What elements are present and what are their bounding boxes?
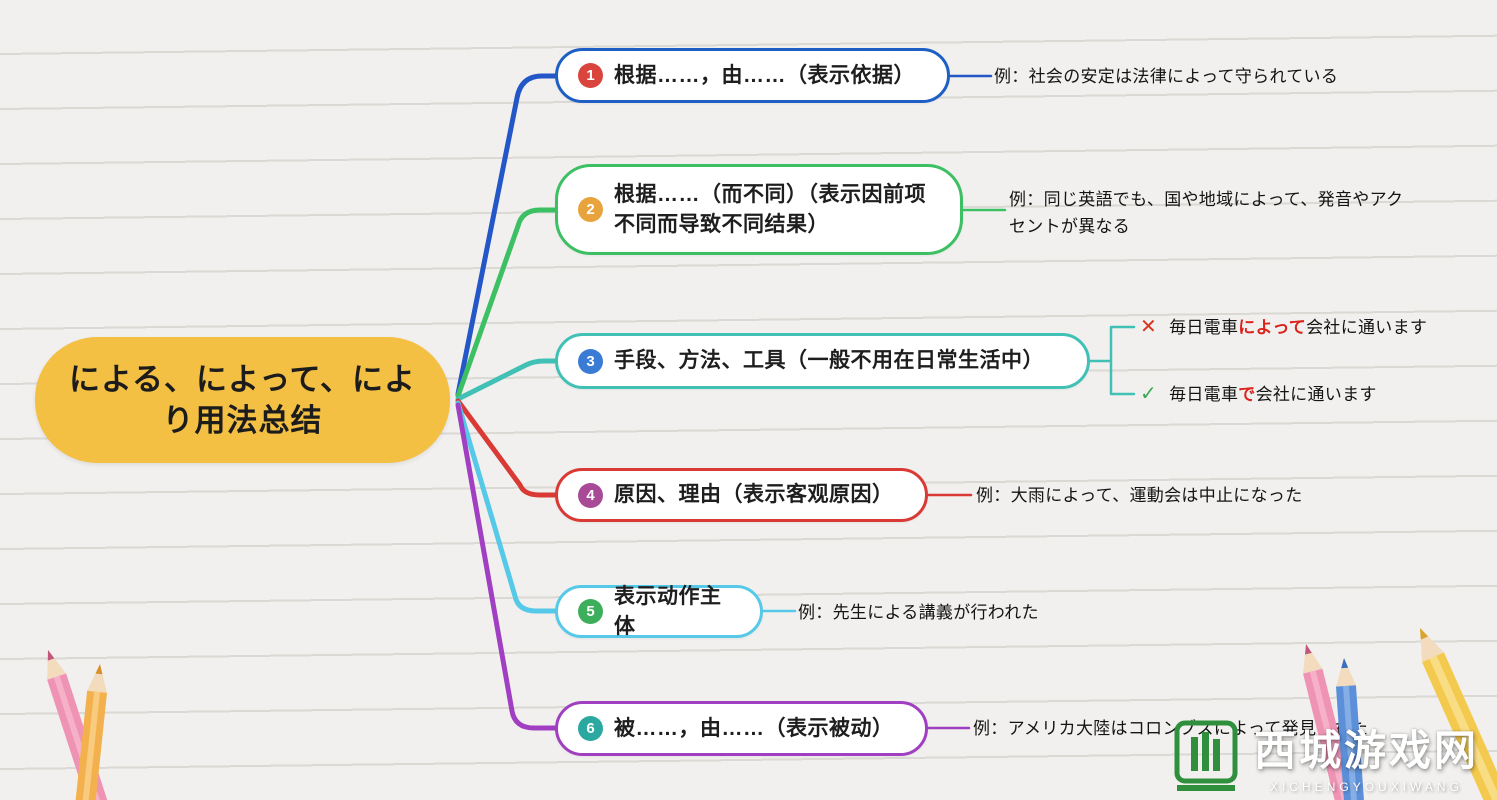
branch-node-5[interactable]: 5 表示动作主体 [555, 585, 763, 638]
branch-2-example: 例：同じ英語でも、国や地域によって、発音やアクセントが異なる [1009, 190, 1404, 236]
branch-6-label: 被……，由……（表示被动） [614, 716, 894, 740]
branch-1-example: 例：社会の安定は法律によって守られている [994, 67, 1339, 86]
branch-connector-6 [455, 402, 559, 731]
branch-4-example: 例：大雨によって、運動会は中止になった [976, 486, 1303, 505]
branch-3-example-wrong: ✕ 毎日電車によって会社に通います [1140, 314, 1427, 341]
branch-5-example: 例：先生による講義が行われた [798, 603, 1039, 622]
root-label-line1: による、によって、によ [68, 362, 417, 397]
example-prefix: 毎日電車 [1169, 318, 1239, 337]
branch-node-3[interactable]: 3 手段、方法、工具（一般不用在日常生活中） [555, 333, 1090, 389]
branch-connector-5 [455, 400, 559, 614]
branch-4-label: 原因、理由（表示客观原因） [614, 483, 894, 506]
watermark: 西城游戏网 XICHENGYOUXIWANG [1172, 717, 1479, 794]
branch-connector-4 [455, 398, 559, 498]
highlight-text: によって [1238, 318, 1307, 337]
branch-5-label: 表示动作主体 [614, 584, 722, 638]
watermark-title: 西城游戏网 [1253, 727, 1479, 774]
branch-2-label: 根据……（而不同）（表示因前项不同而导致不同结果） [614, 182, 926, 236]
cross-icon: ✕ [1140, 316, 1158, 338]
branch-connector-1 [455, 73, 559, 397]
root-node[interactable]: による、によって、によ り用法总结 [35, 337, 450, 463]
branch-3-number-badge: 3 [578, 348, 603, 374]
example-prefix: 毎日電車 [1169, 385, 1239, 404]
example-suffix: 会社に通います [1255, 385, 1377, 404]
branch-2-number-badge: 2 [578, 197, 603, 222]
branch-node-1[interactable]: 1 根据……，由……（表示依据） [555, 48, 950, 103]
branch-node-2[interactable]: 2 根据……（而不同）（表示因前项不同而导致不同结果） [555, 164, 963, 255]
branch-3-label: 手段、方法、工具（一般不用在日常生活中） [614, 349, 1044, 372]
branch-connector-2 [455, 207, 559, 399]
branch-4-number-badge: 4 [578, 482, 603, 508]
example-suffix: 会社に通います [1306, 318, 1428, 337]
branch-node-6[interactable]: 6 被……，由……（表示被动） [555, 701, 928, 756]
branch-6-example: 例：アメリカ大陸はコロンブスによって発見された [973, 719, 1369, 738]
highlight-text: で [1238, 385, 1256, 404]
watermark-logo [1174, 720, 1238, 791]
branch-1-number-badge: 1 [578, 63, 603, 88]
check-icon: ✓ [1140, 383, 1158, 405]
root-label-line2: り用法总结 [162, 403, 323, 438]
branch-node-4[interactable]: 4 原因、理由（表示客观原因） [555, 468, 928, 522]
branch-1-label: 根据……，由……（表示依据） [614, 63, 915, 87]
branch-6-number-badge: 6 [578, 716, 603, 741]
example-connector-3 [1088, 325, 1136, 396]
branch-5-number-badge: 5 [578, 599, 603, 624]
branch-3-example-right: ✓ 毎日電車で会社に通います [1140, 381, 1377, 408]
watermark-subtitle: XICHENGYOUXIWANG [1270, 780, 1463, 794]
branch-connector-3 [455, 358, 559, 402]
